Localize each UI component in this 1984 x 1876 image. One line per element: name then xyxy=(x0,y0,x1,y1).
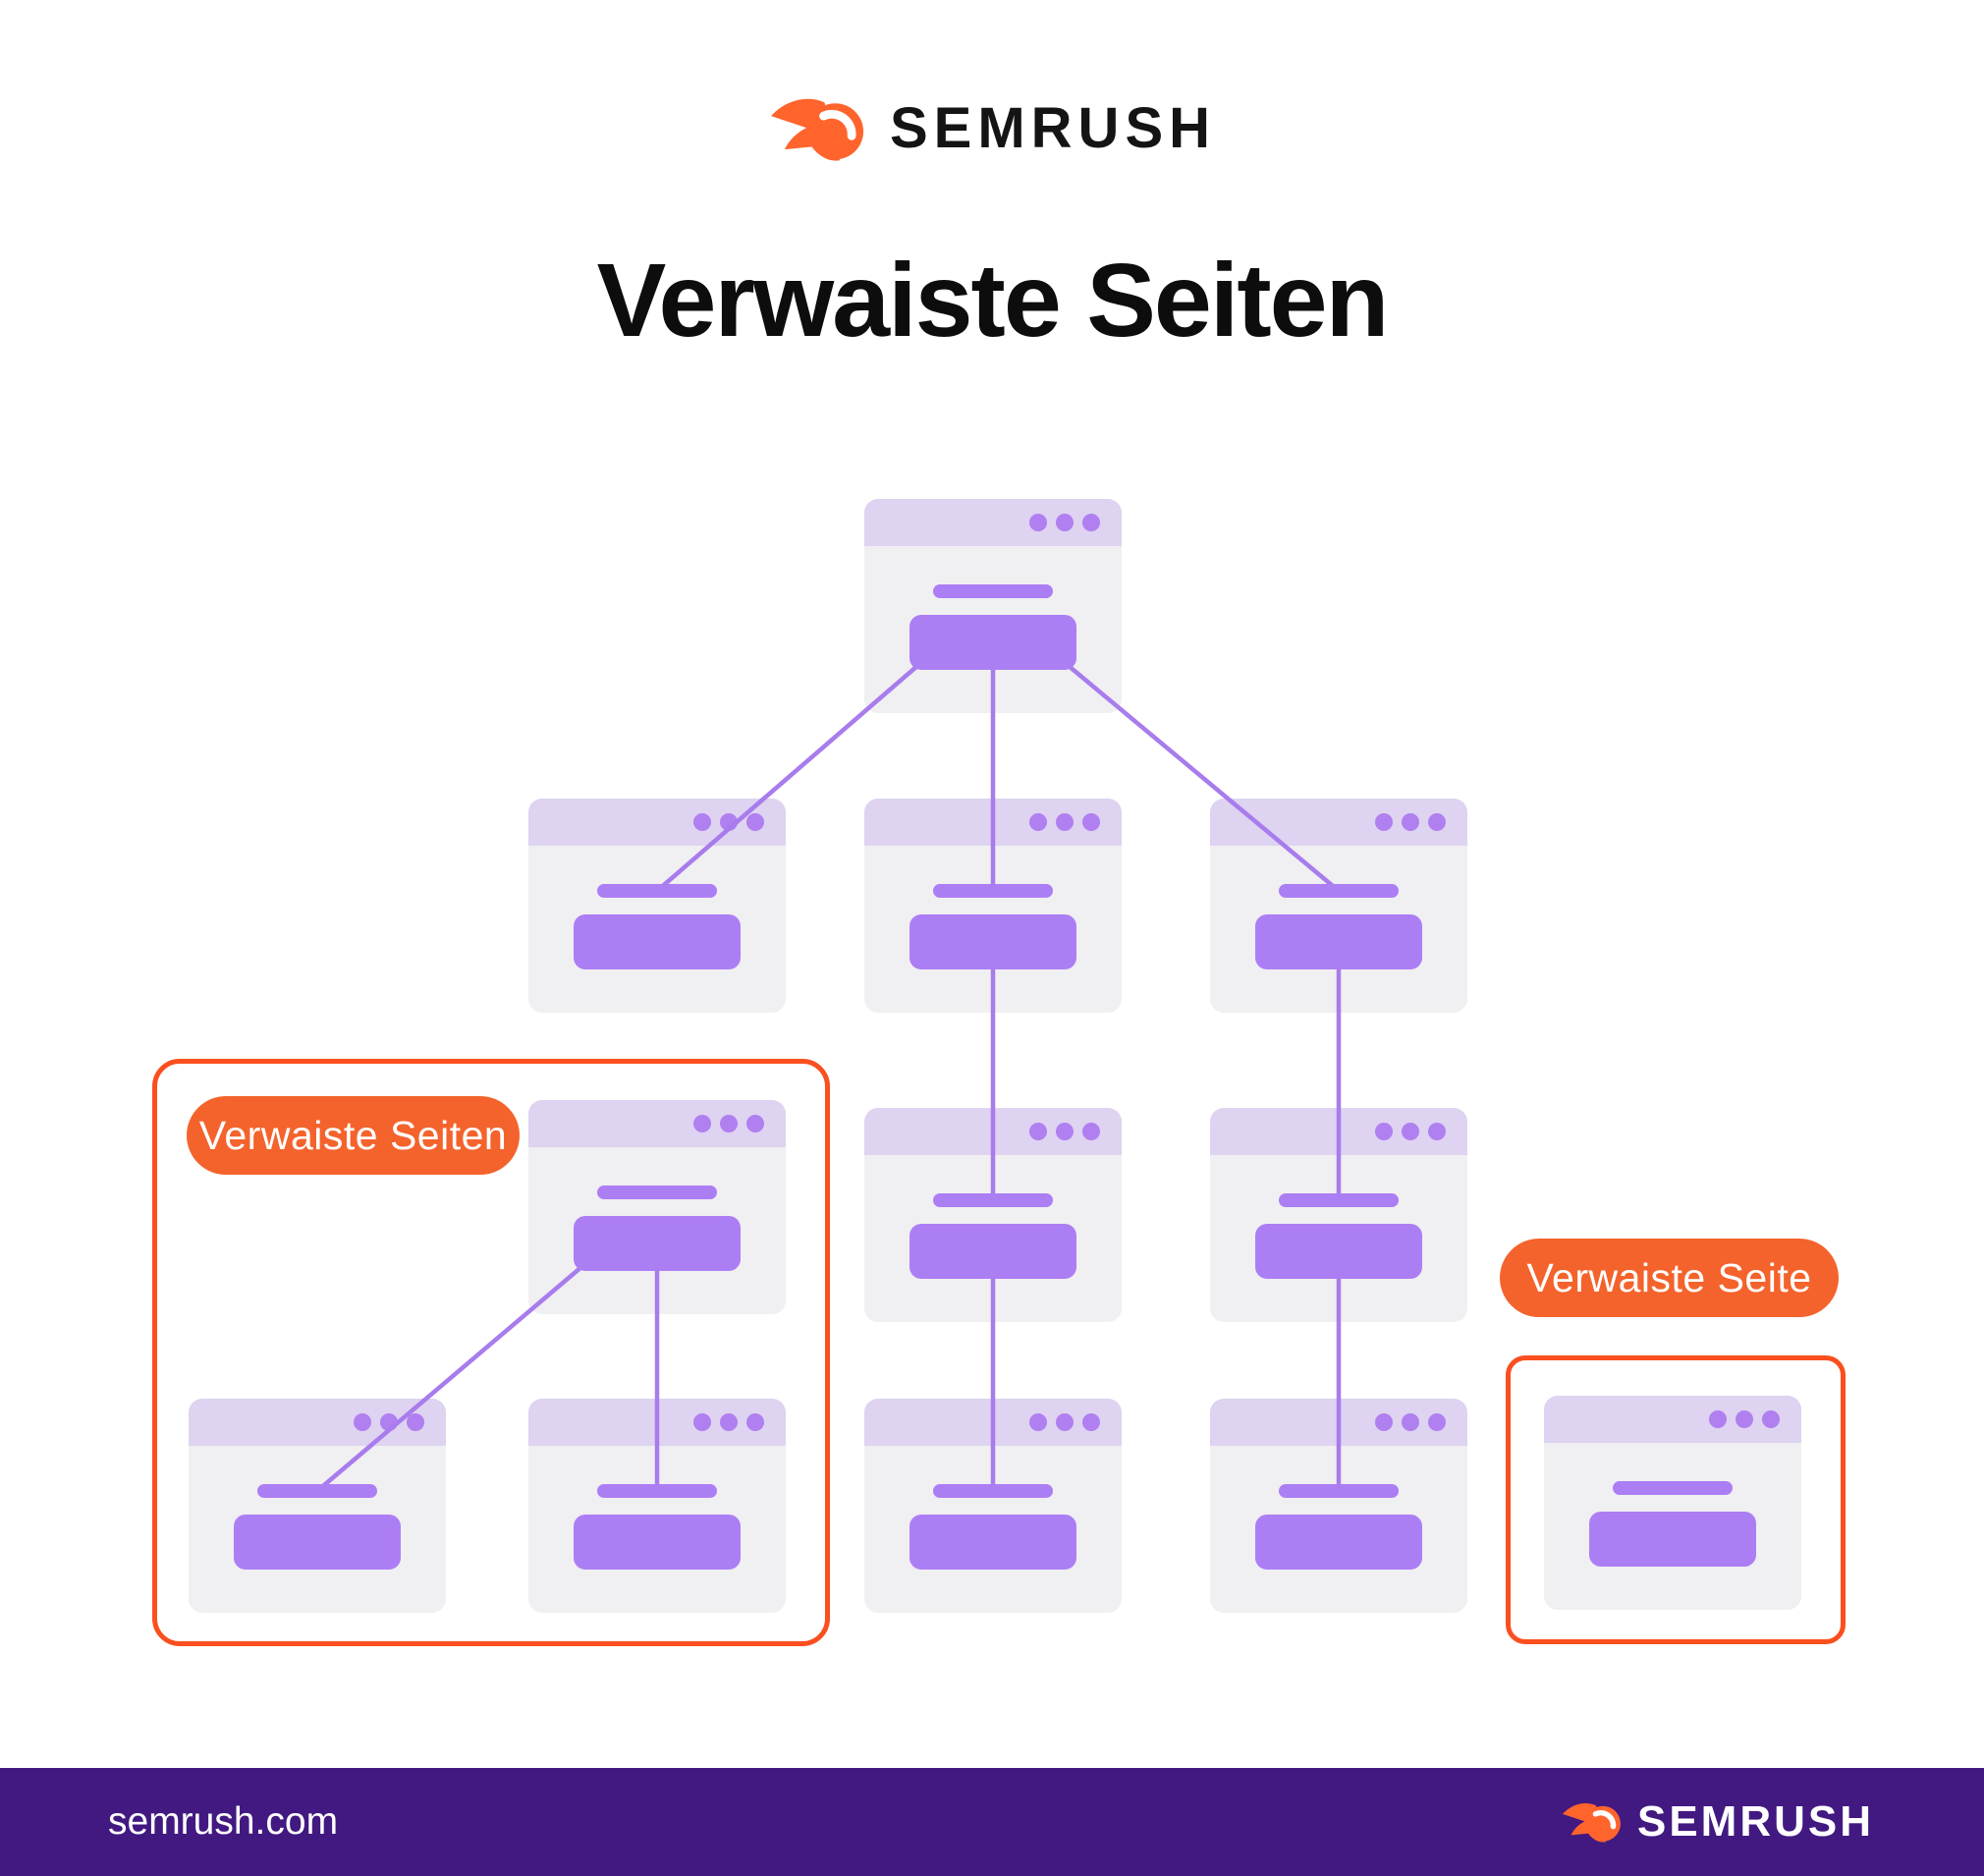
window-dots-icon xyxy=(693,1413,764,1431)
window-dot-icon xyxy=(693,813,711,831)
window-dot-icon xyxy=(1709,1410,1727,1428)
page-card-orphan-single xyxy=(1544,1396,1801,1610)
window-dot-icon xyxy=(1375,813,1393,831)
window-dot-icon xyxy=(746,1413,764,1431)
page-title: Verwaiste Seiten xyxy=(596,243,1390,359)
footer-semrush-logo: SEMRUSH xyxy=(1561,1768,1874,1876)
window-dot-icon xyxy=(1056,1123,1074,1140)
window-dots-icon xyxy=(1709,1410,1780,1428)
window-dot-icon xyxy=(1402,1413,1419,1431)
internal-link-connector-line xyxy=(654,663,920,894)
window-dot-icon xyxy=(746,813,764,831)
window-dots-icon xyxy=(1029,1413,1100,1431)
window-dot-icon xyxy=(720,1115,738,1132)
semrush-flame-icon xyxy=(1562,1802,1621,1843)
window-dot-icon xyxy=(1029,1413,1047,1431)
window-dots-icon xyxy=(1375,813,1446,831)
window-dots-icon xyxy=(1029,813,1100,831)
window-dot-icon xyxy=(1082,514,1100,531)
orphan-pages-group-outline xyxy=(152,1059,830,1646)
window-dot-icon xyxy=(720,1413,738,1431)
window-dots-icon xyxy=(1029,514,1100,531)
page-card-orphan-child-left xyxy=(189,1399,446,1613)
footer-brand-wordmark: SEMRUSH xyxy=(1636,1797,1874,1846)
window-dot-icon xyxy=(1428,1123,1446,1140)
footer-bar: semrush.com SEMRUSH xyxy=(0,1768,1984,1876)
window-dot-icon xyxy=(746,1115,764,1132)
window-dot-icon xyxy=(1029,813,1047,831)
window-dots-icon xyxy=(693,1115,764,1132)
window-dot-icon xyxy=(1056,813,1074,831)
window-dot-icon xyxy=(354,1413,371,1431)
window-dot-icon xyxy=(1056,1413,1074,1431)
browser-titlebar xyxy=(864,499,1122,546)
browser-titlebar xyxy=(528,799,786,846)
window-dot-icon xyxy=(1402,1123,1419,1140)
semrush-logo: SEMRUSH xyxy=(0,94,1984,163)
internal-link-connector-line xyxy=(314,1264,584,1494)
page-card-l2-left xyxy=(528,799,786,1013)
semrush-flame-icon xyxy=(771,98,864,161)
window-dot-icon xyxy=(693,1413,711,1431)
window-dot-icon xyxy=(1056,514,1074,531)
window-dot-icon xyxy=(1762,1410,1780,1428)
window-dot-icon xyxy=(1375,1413,1393,1431)
window-dot-icon xyxy=(1402,813,1419,831)
window-dot-icon xyxy=(1428,1413,1446,1431)
window-dot-icon xyxy=(1029,514,1047,531)
window-dot-icon xyxy=(1082,813,1100,831)
window-dots-icon xyxy=(1375,1413,1446,1431)
window-dot-icon xyxy=(407,1413,424,1431)
window-dot-icon xyxy=(1736,1410,1753,1428)
orphan-page-group-outline xyxy=(1506,1355,1846,1644)
window-dot-icon xyxy=(1029,1123,1047,1140)
browser-titlebar xyxy=(189,1399,446,1446)
window-dots-icon xyxy=(1375,1123,1446,1140)
orphan-page-badge: Verwaiste Seite xyxy=(1500,1239,1839,1317)
brand-wordmark: SEMRUSH xyxy=(889,96,1217,160)
orphan-pages-badge: Verwaiste Seiten xyxy=(187,1096,520,1175)
window-dot-icon xyxy=(1428,813,1446,831)
browser-titlebar xyxy=(1544,1396,1801,1443)
footer-site-url: semrush.com xyxy=(108,1800,339,1843)
window-dot-icon xyxy=(1375,1123,1393,1140)
window-dot-icon xyxy=(1082,1123,1100,1140)
window-dots-icon xyxy=(1029,1123,1100,1140)
window-dot-icon xyxy=(693,1115,711,1132)
page-card-l4-mid xyxy=(864,1399,1122,1613)
window-dot-icon xyxy=(1082,1413,1100,1431)
internal-link-connector-line xyxy=(1066,663,1342,894)
browser-titlebar xyxy=(528,1100,786,1147)
